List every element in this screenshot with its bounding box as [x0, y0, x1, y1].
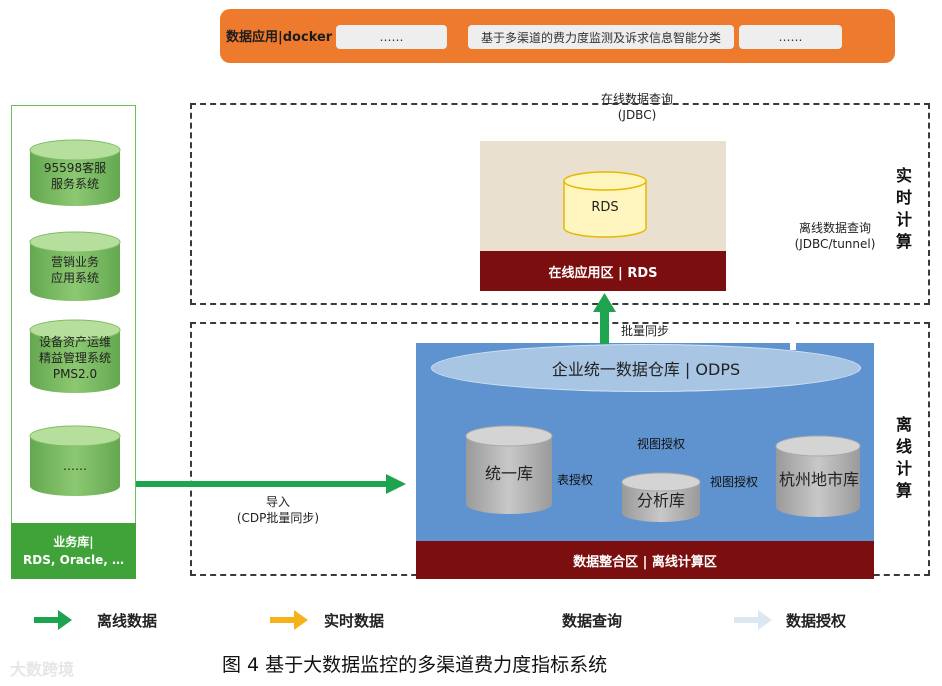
app-pill-main: 基于多渠道的费力度监测及诉求信息智能分类 — [468, 25, 734, 49]
system-label-4: …… — [30, 458, 120, 474]
system-cylinder-1 — [29, 139, 121, 206]
legend-arrow-realtime — [270, 610, 308, 630]
watermark: 大数跨境 — [10, 660, 75, 679]
system-label-2: 营销业务 应用系统 — [30, 254, 120, 286]
import-arrow — [136, 474, 406, 494]
system-label-3: 设备资产运维 精益管理系统 PMS2.0 — [24, 334, 126, 382]
business-db-footer: 业务库| RDS, Oracle, … — [11, 523, 136, 579]
analysis-db-cylinder — [621, 472, 701, 522]
rds-cylinder — [563, 171, 647, 238]
system-cylinder-4 — [29, 425, 121, 496]
legend-realtime-label: 实时数据 — [324, 612, 385, 630]
query-connector — [790, 322, 796, 350]
online-query-label: 在线数据查询 (JDBC) — [592, 91, 682, 123]
import-text: 导入 — [265, 495, 290, 509]
system-cylinder-3 — [29, 319, 121, 393]
online-app-zone-label: 在线应用区 | RDS — [480, 251, 726, 291]
view-auth-label: 视图授权 — [710, 475, 759, 489]
system-label-1-line1: 95598客服 — [43, 161, 107, 175]
legend-offline-label: 离线数据 — [97, 612, 158, 630]
realtime-side-label: 实时计算 — [895, 166, 912, 251]
system-cylinder-2 — [29, 231, 121, 301]
app-pill-right: …… — [739, 25, 842, 49]
business-db-title: 业务库| — [53, 535, 94, 549]
offline-query-sub: (JDBC/tunnel) — [794, 237, 876, 251]
offline-query-label: 离线数据查询 (JDBC/tunnel) — [780, 220, 890, 252]
legend-authorization-label: 数据授权 — [786, 612, 847, 630]
rds-label: RDS — [591, 200, 619, 215]
odps-warehouse: 企业统一数据仓库 | ODPS — [431, 344, 861, 392]
unified-db-cylinder — [465, 425, 553, 514]
system-label-1-line2: 服务系统 — [50, 177, 99, 191]
online-query-sub: (JDBC) — [617, 108, 657, 122]
view-auth-top-label: 视图授权 — [637, 437, 686, 451]
business-db-types: RDS, Oracle, … — [23, 553, 124, 567]
offline-side-label: 离线计算 — [895, 415, 912, 500]
legend-arrow-authorization — [734, 610, 772, 630]
legend-arrow-offline — [34, 610, 72, 630]
data-application-bar: 数据应用|docker …… 基于多渠道的费力度监测及诉求信息智能分类 …… — [220, 9, 895, 63]
legend-query-label: 数据查询 — [562, 612, 623, 630]
system-label-3-line2: 精益管理系统 — [38, 351, 111, 365]
app-pill-left: …… — [336, 25, 447, 49]
system-label-4-line1: …… — [63, 459, 87, 473]
integration-zone-label: 数据整合区 | 离线计算区 — [416, 541, 874, 579]
unified-db-label: 统一库 — [484, 464, 533, 483]
realtime-compute-region — [190, 103, 930, 305]
import-sub: (CDP批量同步) — [236, 511, 320, 525]
figure-caption: 图 4 基于大数据监控的多渠道费力度指标系统 — [222, 654, 608, 676]
table-auth-label: 表授权 — [557, 473, 594, 487]
system-label-2-line2: 应用系统 — [50, 271, 99, 285]
system-label-3-line1: 设备资产运维 — [38, 335, 111, 349]
city-db-label: 杭州地市库 — [778, 470, 859, 489]
data-application-label: 数据应用|docker — [226, 30, 333, 45]
online-query-text: 在线数据查询 — [600, 92, 673, 106]
import-label: 导入 (CDP批量同步) — [218, 494, 338, 526]
system-label-3-line3: PMS2.0 — [52, 367, 98, 381]
system-label-2-line1: 营销业务 — [50, 255, 99, 269]
city-db-cylinder — [775, 435, 861, 517]
batch-sync-arrow — [593, 293, 616, 344]
system-label-1: 95598客服 服务系统 — [30, 160, 120, 192]
analysis-db-label: 分析库 — [636, 491, 685, 510]
offline-query-text: 离线数据查询 — [798, 221, 871, 235]
batch-sync-label: 批量同步 — [621, 324, 670, 338]
